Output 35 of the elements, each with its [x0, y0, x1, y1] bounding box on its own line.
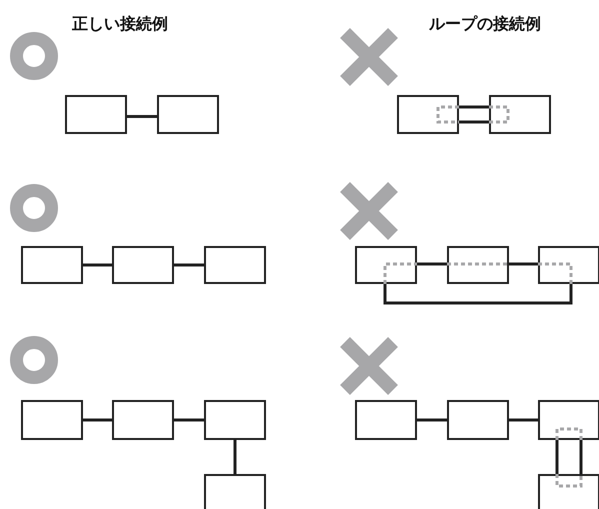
box-node — [157, 95, 219, 134]
column-heading: 正しい接続例 — [72, 14, 168, 35]
connection-line — [384, 284, 572, 304]
box-node — [397, 95, 459, 134]
connection-line — [417, 262, 447, 266]
connection-line — [417, 418, 447, 422]
box-node — [489, 95, 551, 134]
box-node — [112, 246, 174, 284]
connection-line — [174, 264, 204, 266]
box-node — [538, 474, 599, 509]
connection-line — [459, 120, 489, 124]
box-node — [21, 400, 83, 440]
box-node — [355, 400, 417, 440]
box-node — [204, 400, 266, 440]
box-node — [538, 246, 599, 284]
connection-line — [174, 418, 204, 422]
connection-line — [83, 418, 112, 422]
connection-line — [127, 115, 157, 118]
connection-line — [556, 440, 558, 474]
box-node — [204, 246, 266, 284]
box-node — [355, 246, 417, 284]
box-node — [21, 246, 83, 284]
box-node — [447, 400, 509, 440]
connection-line — [459, 106, 489, 108]
connection-line — [509, 418, 538, 422]
connection-line — [580, 440, 582, 474]
box-node — [447, 246, 509, 284]
connection-line — [234, 440, 236, 474]
connection-line — [83, 264, 112, 266]
column-heading: ループの接続例 — [429, 14, 541, 35]
box-node — [65, 95, 127, 134]
box-node — [538, 400, 599, 440]
box-node — [112, 400, 174, 440]
box-node — [204, 474, 266, 509]
connection-line — [509, 262, 538, 266]
